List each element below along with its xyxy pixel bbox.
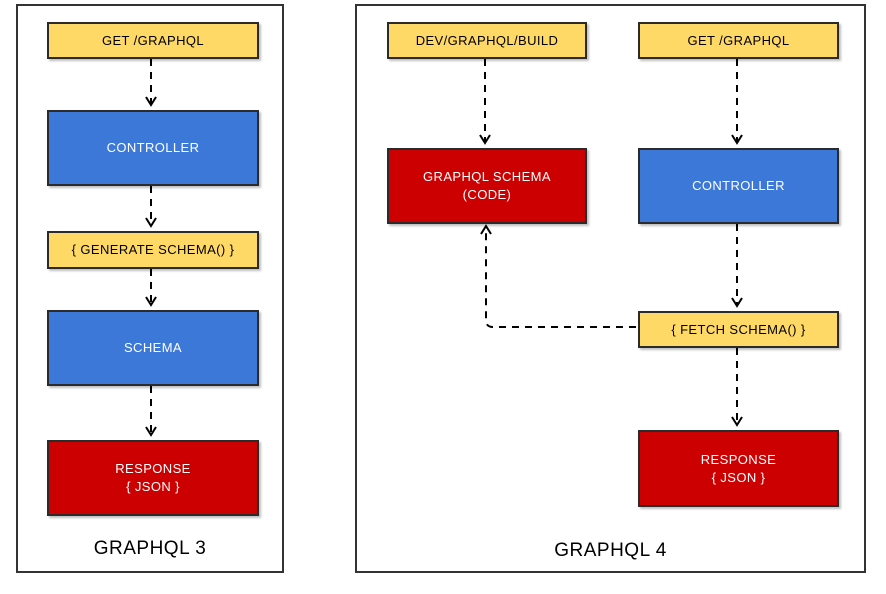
node-controller-g4-label: CONTROLLER [692,178,785,194]
panel-graphql-3: GET /GRAPHQL CONTROLLER { GENERATE SCHEM… [16,4,284,573]
node-get-graphql-g4-label: GET /GRAPHQL [687,32,790,48]
node-response-json-g3-label: RESPONSE { JSON } [115,461,191,494]
panel-title-graphql-4: GRAPHQL 4 [554,540,667,561]
node-fetch-schema-label: { FETCH SCHEMA() } [671,321,806,337]
node-controller: CONTROLLER [47,110,259,186]
node-controller-label: CONTROLLER [106,140,200,156]
node-get-graphql: GET /GRAPHQL [47,22,259,59]
panel-title-graphql-3: GRAPHQL 3 [93,538,207,559]
node-response-json-g4: RESPONSE { JSON } [638,430,839,507]
panel-graphql-4: DEV/GRAPHQL/BUILD GRAPHQL SCHEMA (CODE) … [355,4,866,573]
node-graphql-schema-code-label: GRAPHQL SCHEMA (CODE) [423,169,551,202]
node-generate-schema-label: { GENERATE SCHEMA() } [71,242,235,258]
node-dev-graphql-build-label: DEV/GRAPHQL/BUILD [415,32,559,48]
node-dev-graphql-build: DEV/GRAPHQL/BUILD [387,22,587,59]
node-response-json-g4-label: RESPONSE { JSON } [700,451,777,485]
node-response-json-g3: RESPONSE { JSON } [47,440,259,516]
node-schema-label: SCHEMA [123,340,183,356]
node-controller-g4: CONTROLLER [638,148,839,224]
node-get-graphql-label: GET /GRAPHQL [101,32,205,48]
node-fetch-schema: { FETCH SCHEMA() } [638,311,839,348]
node-schema: SCHEMA [47,310,259,386]
node-graphql-schema-code: GRAPHQL SCHEMA (CODE) [387,148,587,224]
node-generate-schema: { GENERATE SCHEMA() } [47,231,259,269]
node-get-graphql-g4: GET /GRAPHQL [638,22,839,59]
